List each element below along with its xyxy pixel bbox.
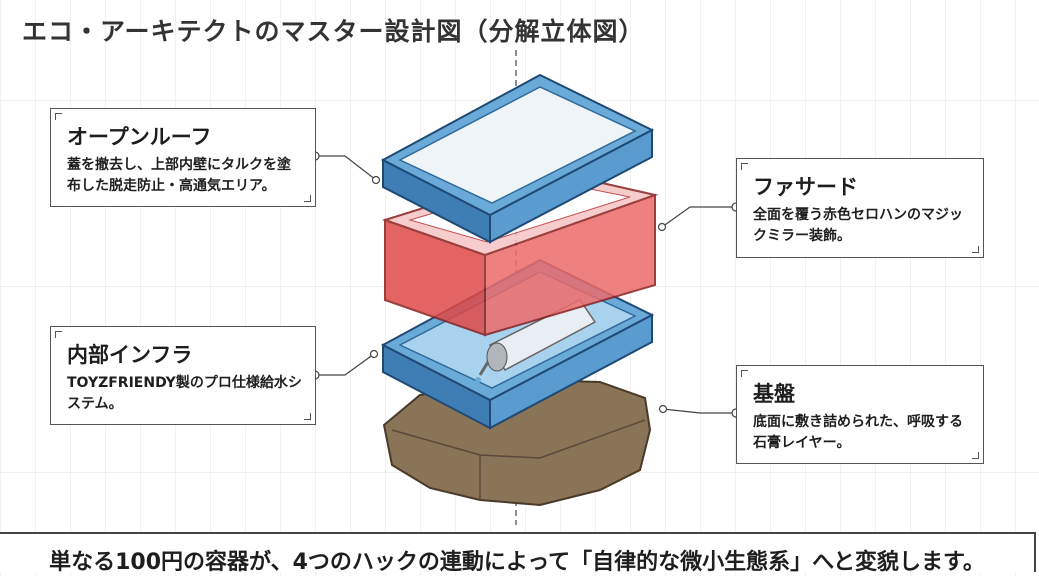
callout-body: 底面に敷き詰められた、呼吸する石膏レイヤー。 bbox=[753, 414, 963, 451]
exploded-diagram bbox=[310, 50, 741, 525]
callout-internal-infra: 内部インフラ TOYZFRIENDY製のプロ仕様給水システム。 bbox=[50, 326, 316, 425]
callout-heading: ファサード bbox=[753, 175, 858, 199]
callout-heading: 内部インフラ bbox=[67, 343, 193, 367]
callout-body: TOYZFRIENDY製のプロ仕様給水システム。 bbox=[67, 375, 302, 412]
callout-open-roof: オープンルーフ 蓋を撤去し、上部内壁にタルクを塗布した脱走防止・高通気エリア。 bbox=[50, 108, 316, 207]
page-title: エコ・アーキテクトのマスター設計図（分解立体図） bbox=[22, 17, 645, 46]
callout-facade: ファサード 全面を覆う赤色セロハンのマジックミラー装飾。 bbox=[736, 158, 984, 258]
callout-heading: オープンルーフ bbox=[67, 125, 212, 149]
plaster-base-cracks bbox=[391, 419, 646, 500]
callout-base: 基盤 底面に敷き詰められた、呼吸する石膏レイヤー。 bbox=[736, 365, 984, 464]
water-system bbox=[475, 299, 597, 383]
top-tray bbox=[380, 73, 655, 244]
callout-heading: 基盤 bbox=[753, 382, 795, 406]
callout-body: 全面を覆う赤色セロハンのマジックミラー装飾。 bbox=[753, 207, 963, 244]
callout-body: 蓋を撤去し、上部内壁にタルクを塗布した脱走防止・高通気エリア。 bbox=[67, 157, 291, 194]
summary-banner: 単なる100円の容器が、4つのハックの連動によって「自律的な微小生態系」へと変貌… bbox=[0, 532, 1036, 575]
